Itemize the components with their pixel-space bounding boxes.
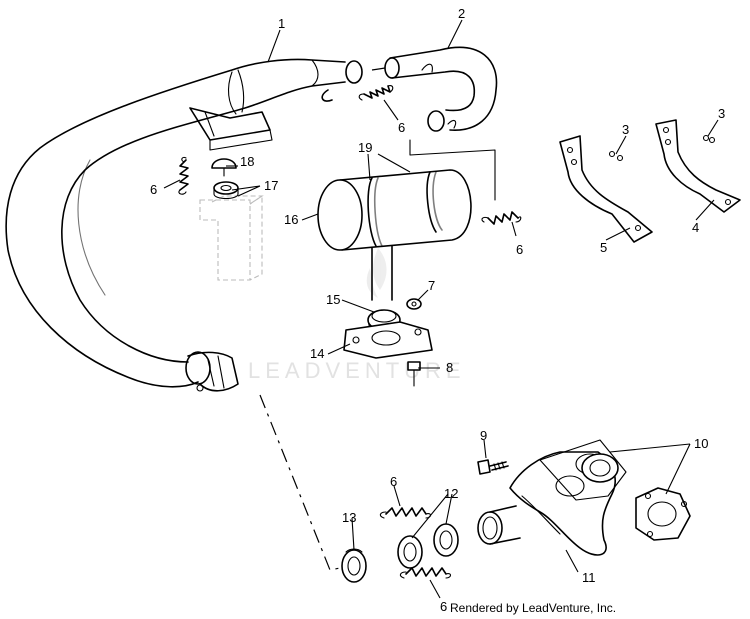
callout-8: 8 <box>446 360 453 375</box>
watermark-text: LEADVENTURE <box>248 358 466 383</box>
callout-18: 18 <box>240 154 254 169</box>
callout-3a: 3 <box>622 122 629 137</box>
expansion-chamber <box>5 58 363 392</box>
callout-2: 2 <box>458 6 465 21</box>
callout-13: 13 <box>342 510 356 525</box>
callout-6-lower: 6 <box>390 474 397 489</box>
connection-line-chamber-flange <box>259 394 341 571</box>
fastener-3a <box>608 150 624 162</box>
bracket-5 <box>559 135 653 243</box>
callout-6-top: 6 <box>398 120 405 135</box>
bolt <box>407 361 421 387</box>
ghost-bracket <box>199 194 264 281</box>
grommet <box>213 181 239 200</box>
seal-ring-1 <box>397 535 423 569</box>
spring-lower-bottom <box>399 567 452 579</box>
leader-lines <box>163 19 719 599</box>
callout-3b: 3 <box>718 106 725 121</box>
connection-line-pipe-muffler <box>409 139 496 201</box>
callout-15: 15 <box>326 292 340 307</box>
spring-lower-top <box>379 507 432 519</box>
seal-ring-2 <box>433 523 459 557</box>
connection-line <box>371 67 386 71</box>
callout-14: 14 <box>310 346 324 361</box>
screw <box>477 459 509 475</box>
spring-muffler <box>481 211 522 225</box>
washer-nut <box>406 298 422 310</box>
manifold-inlet-tube <box>477 505 521 545</box>
callout-11: 11 <box>582 570 596 585</box>
j-pipe <box>384 46 498 132</box>
callout-6-bottom: 6 <box>440 599 447 614</box>
callout-16: 16 <box>284 212 298 227</box>
spring-left <box>178 156 189 195</box>
spring-top <box>358 85 394 101</box>
callout-7: 7 <box>428 278 435 293</box>
bracket-4 <box>655 119 741 213</box>
mounting-plate <box>343 321 433 359</box>
callout-9: 9 <box>480 428 487 443</box>
callout-labels: 1 2 3 3 4 5 6 6 6 6 6 7 8 9 10 11 12 13 … <box>150 6 725 614</box>
callout-6-muffler: 6 <box>516 242 523 257</box>
muffler <box>317 169 472 301</box>
callout-5: 5 <box>600 240 607 255</box>
callout-4: 4 <box>692 220 699 235</box>
callout-19: 19 <box>358 140 372 155</box>
fastener-3b <box>702 134 716 144</box>
gasket <box>635 487 691 541</box>
bushing <box>341 548 367 583</box>
watermark-logo <box>366 248 387 298</box>
callout-17: 17 <box>264 178 278 193</box>
callout-1: 1 <box>278 16 285 31</box>
credit-text: Rendered by LeadVenture, Inc. <box>450 601 617 615</box>
rubber-cap <box>211 158 237 177</box>
callout-12: 12 <box>444 486 458 501</box>
callout-6-left: 6 <box>150 182 157 197</box>
callout-10: 10 <box>694 436 708 451</box>
manifold-flange-ring <box>581 453 619 483</box>
